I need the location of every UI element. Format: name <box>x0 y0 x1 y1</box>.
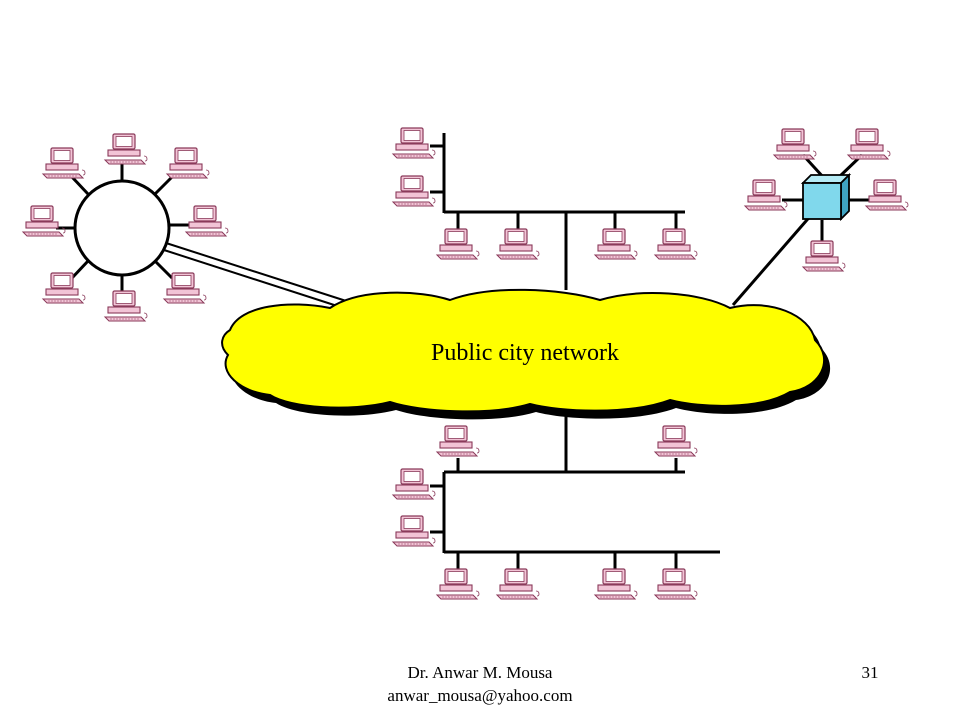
star-network <box>731 128 909 306</box>
computer-icon <box>496 568 540 600</box>
computer-icon <box>42 272 86 304</box>
computer-icon <box>773 128 817 160</box>
computer-icon <box>22 205 66 237</box>
ring <box>73 179 171 277</box>
computer-icon <box>654 425 698 457</box>
computer-icon <box>392 175 436 207</box>
computer-icon <box>654 228 698 260</box>
ring-network <box>22 133 369 322</box>
computer-icon <box>802 240 846 272</box>
computer-icon <box>654 568 698 600</box>
computer-icon <box>436 425 480 457</box>
computer-icon <box>436 568 480 600</box>
slide-number: 31 <box>861 663 879 682</box>
top-bus-network <box>392 127 698 290</box>
computer-icon <box>392 468 436 500</box>
bottom-bus-network <box>392 400 720 600</box>
computer-icon <box>865 179 909 211</box>
computer-icon <box>496 228 540 260</box>
public-city-network-cloud: Public city network <box>221 288 831 420</box>
computer-icon <box>744 179 788 211</box>
footer-author: Dr. Anwar M. Mousa <box>407 663 553 682</box>
computer-icon <box>392 515 436 547</box>
computer-icon <box>104 290 148 322</box>
cloud-label: Public city network <box>431 340 619 366</box>
computer-icon <box>185 205 229 237</box>
hub-icon <box>800 172 852 222</box>
footer-email: anwar_mousa@yahoo.com <box>387 686 573 705</box>
computer-icon <box>436 228 480 260</box>
computer-icon <box>104 133 148 165</box>
computer-icon <box>594 228 638 260</box>
computer-icon <box>847 128 891 160</box>
computer-icon <box>166 147 210 179</box>
computer-icon <box>392 127 436 159</box>
computer-icon <box>42 147 86 179</box>
computer-icon <box>594 568 638 600</box>
